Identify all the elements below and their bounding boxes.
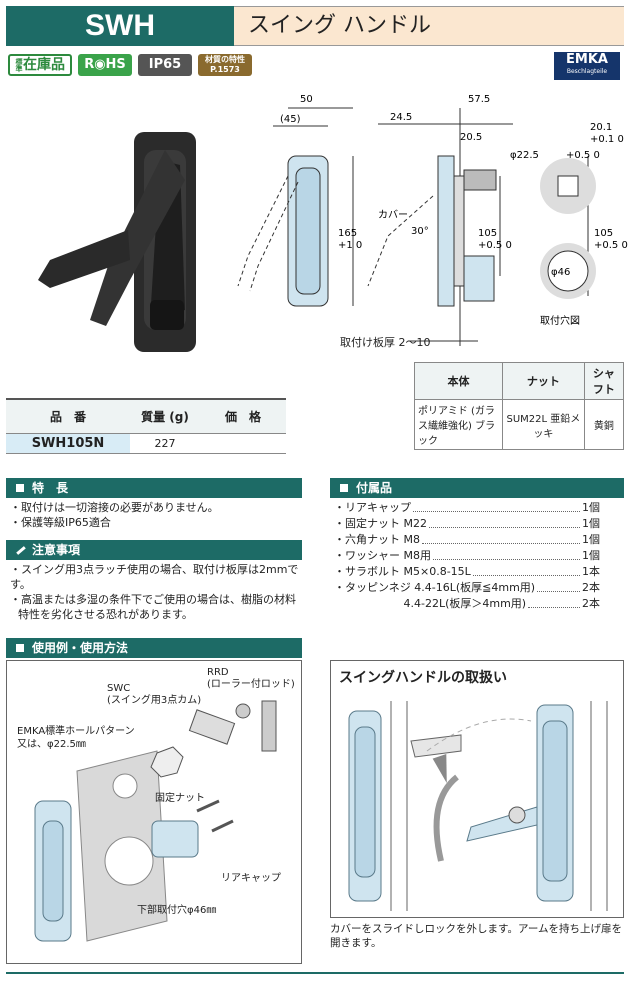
acc-qty: 1個 xyxy=(582,501,600,514)
stock-label: 在庫品 xyxy=(23,57,65,73)
stock-badge: 標準在庫品 xyxy=(8,54,72,76)
technical-drawing: 50 (45) 165 +1 0 57.5 24.5 20.5 30° 105 … xyxy=(237,94,628,346)
rrd-text: RRD xyxy=(207,667,229,678)
spec-shaft-value: 黄銅 xyxy=(583,399,625,450)
spec-header-body: 本体 xyxy=(414,362,503,400)
usage-nut-label: 固定ナット xyxy=(155,793,205,804)
dim-165: 165 xyxy=(338,228,357,239)
material-badge: 材質の特性 P.1573 xyxy=(198,54,252,76)
list-item: ・六角ナット M8 1個 xyxy=(334,532,600,548)
dim-phi22-5: φ22.5 xyxy=(510,150,539,161)
usage-bottom-label: 下部取付穴φ46㎜ xyxy=(137,905,217,916)
acc-name: ・タッピンネジ 4.4-16L(板厚≦4mm用) xyxy=(334,581,536,594)
acc-qty: 2本 xyxy=(582,597,600,610)
acc-name: ・ワッシャー M8用 xyxy=(334,549,431,562)
dim-24-5: 24.5 xyxy=(390,112,412,123)
prod-header-mass: 質量 (g) xyxy=(130,398,200,434)
acc-name: ・六角ナット M8 xyxy=(334,533,420,546)
dim-105-b: 105 xyxy=(594,228,613,239)
swc-text: SWC xyxy=(107,683,131,694)
accessories-header: 付属品 xyxy=(330,478,624,498)
hole-drawing-label: 取付穴図 xyxy=(540,314,580,327)
acc-qty: 2本 xyxy=(582,581,600,594)
usage-panel: RRD (ローラー付ロッド) SWC (スイング用3点カム) EMKA標準ホール… xyxy=(6,660,302,964)
usage-header: 使用例・使用方法 xyxy=(6,638,302,658)
dim-20-1-tol: +0.1 0 xyxy=(590,134,624,145)
list-item: ・サラボルト M5×0.8-15L 1本 xyxy=(334,564,600,580)
acc-name: ・リアキャップ xyxy=(334,501,411,514)
dim-105-a: 105 xyxy=(478,228,497,239)
list-item: 4.4-22L(板厚＞4mm用) 2本 xyxy=(334,596,600,612)
spec-header-shaft: シャフト xyxy=(583,362,625,400)
thickness-label: 取付け板厚 2～10 xyxy=(340,336,431,349)
dim-50: 50 xyxy=(300,94,313,105)
ip65-badge: IP65 xyxy=(138,54,192,76)
footer-rule xyxy=(6,972,624,974)
table-row: SWH105N 227 xyxy=(6,433,286,454)
dim-phi22-5-tol: +0.5 0 xyxy=(566,150,600,161)
features-list: ・取付けは一切溶接の必要がありません。 ・保護等級IP65適合 xyxy=(10,500,300,530)
prod-code: SWH105N xyxy=(6,433,130,454)
list-item: ・リアキャップ 1個 xyxy=(334,500,600,516)
handling-title: スイングハンドルの取扱い xyxy=(339,670,507,686)
list-item: ・高温または多湿の条件下でご使用の場合は、樹脂の材料特性を劣化させる恐れがありま… xyxy=(10,593,296,621)
rrd-sub-text: (ローラー付ロッド) xyxy=(207,679,295,690)
dim-phi46: φ46 xyxy=(551,267,570,278)
acc-qty: 1個 xyxy=(582,517,600,530)
product-table: 品 番 質量 (g) 価 格 SWH105N 227 xyxy=(6,398,286,454)
list-item: ・取付けは一切溶接の必要がありません。 xyxy=(10,501,219,514)
handling-caption: カバーをスライドしロックを外します。アームを持ち上げ扉を開きます。 xyxy=(330,923,623,949)
features-header: 特 長 xyxy=(6,478,302,498)
acc-name: ・固定ナット M22 xyxy=(334,517,427,530)
rohs-badge: R◉HS xyxy=(78,54,132,76)
list-item: ・スイング用3点ラッチ使用の場合、取付け板厚は2mmです。 xyxy=(10,563,299,591)
product-code-title: SWH xyxy=(6,6,234,46)
cautions-header: 注意事項 xyxy=(6,540,302,560)
spec-body-value: ポリアミド (ガラス繊維強化) ブラック xyxy=(414,399,503,450)
swc-sub-text: (スイング用3点カム) xyxy=(107,695,202,706)
prod-header-code: 品 番 xyxy=(6,398,130,434)
emka-sub-text: 又は、φ22.5㎜ xyxy=(17,739,86,750)
prod-mass: 227 xyxy=(130,433,200,454)
handling-illustration xyxy=(348,701,608,911)
dim-105-a-tol: +0.5 0 xyxy=(478,240,512,251)
dim-57-5: 57.5 xyxy=(468,94,490,105)
list-item: ・タッピンネジ 4.4-16L(板厚≦4mm用) 2本 xyxy=(334,580,600,596)
cautions-list: ・スイング用3点ラッチ使用の場合、取付け板厚は2mmです。 ・高温または多湿の条… xyxy=(10,562,306,622)
spec-table: 本体 ナット シャフト ポリアミド (ガラス繊維強化) ブラック SUM22L … xyxy=(414,362,625,450)
list-item: ・ワッシャー M8用 1個 xyxy=(334,548,600,564)
dim-165-tol: +1 0 xyxy=(338,240,362,251)
stock-prefix: 標準 xyxy=(15,58,23,72)
usage-cap-label: リアキャップ xyxy=(221,873,281,884)
product-name-title: スイング ハンドル xyxy=(234,6,624,46)
prod-price xyxy=(200,433,286,454)
logo-name: EMKA xyxy=(566,52,608,67)
dim-20-1: 20.1 xyxy=(590,122,612,133)
dim-30deg: 30° xyxy=(411,226,429,237)
dim-20-5: 20.5 xyxy=(460,132,482,143)
dim-45: (45) xyxy=(280,114,301,125)
dim-105-b-tol: +0.5 0 xyxy=(594,240,628,251)
handling-panel: スイングハンドルの取扱い xyxy=(330,660,624,918)
acc-name: ・サラボルト M5×0.8-15L xyxy=(334,565,471,578)
usage-rrd-label: RRD (ローラー付ロッド) xyxy=(207,667,295,691)
logo-tagline: Beschlagteile xyxy=(566,68,608,75)
emka-logo: EMKA Beschlagteile xyxy=(554,52,620,80)
usage-swc-label: SWC (スイング用3点カム) xyxy=(107,683,201,707)
acc-qty: 1本 xyxy=(582,565,600,578)
spec-nut-value: SUM22L 亜鉛メッキ xyxy=(502,399,585,450)
prod-header-price: 価 格 xyxy=(200,398,286,434)
spec-header-nut: ナット xyxy=(502,362,585,400)
usage-illustration xyxy=(34,700,277,942)
product-photo xyxy=(38,132,196,352)
usage-emka-label: EMKA標準ホールパターン 又は、φ22.5㎜ xyxy=(17,725,135,751)
acc-qty: 1個 xyxy=(582,549,600,562)
list-item: ・固定ナット M22 1個 xyxy=(334,516,600,532)
acc-qty: 1個 xyxy=(582,533,600,546)
cover-label: カバー xyxy=(378,209,408,221)
list-item: ・保護等級IP65適合 xyxy=(10,516,111,529)
emka-text: EMKA標準ホールパターン xyxy=(17,726,135,737)
accessories-list: ・リアキャップ 1個 ・固定ナット M22 1個 ・六角ナット M8 1個 ・ワッシャ… xyxy=(334,500,600,612)
acc-name: 4.4-22L(板厚＞4mm用) xyxy=(334,597,527,610)
